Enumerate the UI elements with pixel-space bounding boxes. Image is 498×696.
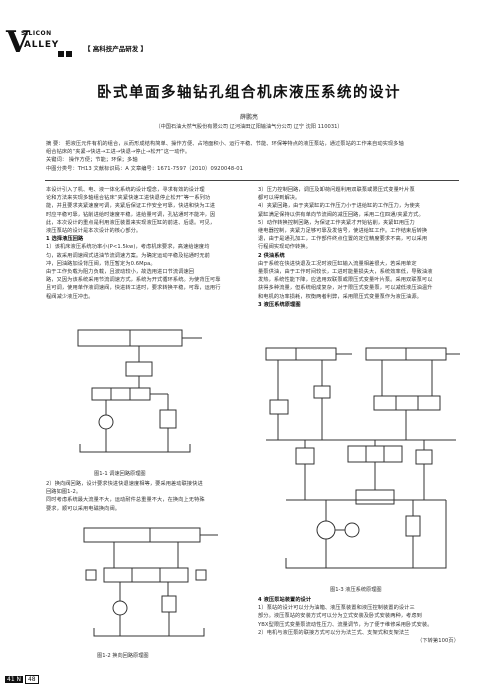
text-line: 同时考虑系统最大流量不大，运动耐件总重量不大，在换向上无特殊 (46, 497, 205, 504)
text-line: 发热，系统性能下降，应选用双联泵或限压式变量叶片泵。采用双联泵可以 (258, 277, 433, 284)
abstract: 摘 要： 把液压元件有机的组合，从而形成结构简单、操作方便、占地面积小、运行平稳… (46, 140, 466, 173)
text-line: 紧缸满足保持以供有单向节流阀的减压回路，采用二位四通/夹紧方式。 (258, 211, 424, 218)
text-line: 和电机的功率损耗，权衡两者利弊，采用限压式变量泵作为液压油源。 (258, 293, 422, 300)
page-title: 卧式单面多轴钻孔组合机床液压系统的设计 (97, 85, 401, 101)
text-line: 论和方法来实现多轴组合钻床“夹紧快速工进快退停止松开”等一系列功 (46, 195, 211, 202)
journal-logo: V SILICON ALLEY (6, 28, 80, 60)
text-line: 要求，顺可以采用电磁换向阀。 (46, 505, 121, 512)
text-line: 本设计引入了机、电、液一体化系统的设计理念，寻求有效的设计理 (46, 187, 205, 193)
text-line: 时应平稳可靠，钻削进给时速度平稳，进给量可调，孔钻通时不能冲，因 (46, 211, 216, 218)
figure-reversing-circuit (54, 520, 250, 646)
abstract-divider (45, 180, 459, 181)
text-line: 1）泵站的设计可以分为油箱、液压泵装置和液压控制装置的设计三 (258, 605, 415, 612)
text-line: 获得多种流量，但系统组成复杂，对于限压式变量泵，可以减低液压油温升 (258, 285, 433, 292)
text-line: 量泵供油，由于工作时间较长，工进时能量损失大，系统效率低，导致油液 (258, 269, 433, 276)
text-line: 路，又因为该系统采用节流调速方式，系统为开式循环系统。为使背压可靠 (46, 277, 221, 284)
logo-letter-v: V (6, 25, 30, 60)
left-column-text: 本设计引入了机、电、液一体化系统的设计理念，寻求有效的设计理 论和方法来实现多轴… (46, 186, 249, 301)
figure-caption: 图1-1 调速回路原理图 (94, 471, 146, 477)
section-heading: 4 液压泵站装置的设计 (258, 597, 312, 603)
page-number-value: 48 (24, 675, 39, 684)
section-heading: 1 选择液压回路 (46, 236, 84, 243)
logo-squares (56, 42, 72, 61)
logo-valley: ALLEY (24, 40, 60, 50)
text-line: 匀，故采用调速阀式进油节流调速方案。为确定运动平稳及钻通时无前 (46, 252, 210, 259)
text-line: 2）换向阀回路，设计要求快进快退速度相等，要采用差动联接快进 (46, 481, 203, 487)
text-line: 且可调，使用单作液调速阀，快进转工进时，要求转换平稳，可靠，运用行 (46, 285, 221, 292)
text-line: 由于系统在快进快退及工况时液压缸输入流量相差很大，若采用单定 (258, 260, 417, 267)
right-column-text-2: 4 液压泵站装置的设计 1）泵站的设计可以分为油箱、液压泵装置和液压控制装置的设… (258, 596, 463, 645)
affiliation: （中国石油大然气股份有限公司 辽河油田辽阳输油气分公司 辽宁 沈阳 110031… (155, 124, 343, 130)
page-number: 41 N 48 (5, 675, 39, 684)
continued-note: （下转第100页） (417, 638, 459, 645)
abstract-line: 组合钻床的“夹紧→快进→工进→快退→停止→松开”这一动作。 (46, 149, 191, 156)
figure-caption: 图1-3 液压系统原理图 (330, 587, 382, 593)
text-line: 继电器控制，夹紧力足够可靠及发信号，使进给缸工作。工作结束后转换 (258, 228, 428, 235)
classification: 中图分类号：TH13 文献标识码：A 文章编号：1671-7597（2010）0… (46, 165, 244, 172)
text-line: 2）电机与液压泵的联接方式可以分为法兰式、支架式和支架法兰 (258, 629, 410, 636)
text-line: 回路如图1-2。 (46, 489, 82, 496)
text-line: 液压泵站的设计是本次设计的核心部分。 (46, 228, 142, 235)
section-tag: 【 高科技产品研发 】 (84, 45, 148, 53)
text-line: 都可以得到解决。 (258, 195, 301, 202)
text-line: 程阀减少液压冲击。 (46, 293, 94, 300)
page-block: 41 N (5, 676, 24, 683)
text-line: 5）动作转换控制回路，为保证工作夹紧才开始钻削，夹紧缸用压力 (258, 219, 415, 226)
text-line: 3）压力控制回路，调压及卸荷问题利用双联泵或限压式变量叶片泵 (258, 187, 415, 193)
keywords: 关键词： 操作方便；节能；环保；多轴 (46, 157, 138, 164)
text-line: 1）该机床液压系统功率小(P<1.5kw)，考虑机床要求，高速给速度均 (46, 244, 210, 251)
text-line: 部分。液压泵站的安装方式可以分为立式安装及卧式安装两种，考虑到 (258, 613, 422, 620)
section-heading: 2 供油系统 (258, 252, 285, 259)
text-line: 退，由于是通孔加工，工作部件终点位置的定位精度要求不高，可以采用 (258, 236, 428, 243)
text-line: 行程阀实现动作转换。 (258, 244, 311, 251)
text-line: 由于工作负载为阻力负载，且波动较小，故选用进口节流调速回 (46, 269, 195, 276)
right-column-text: 3）压力控制回路，调压及卸荷问题利用双联泵或限压式变量叶片泵 都可以得到解决。 … (258, 186, 463, 309)
figure-caption: 图1-2 换向回路原理图 (97, 653, 149, 659)
text-line: 此，本次设计的重点是利用液压装置来实现液压缸的前进、后退。可见， (46, 219, 216, 226)
text-line: 能，并且要求夹紧速度可调，夹紧后保证工作安全可靠，快进和快为工进 (46, 203, 216, 210)
text-line: 4）夹紧回路，由于夹紧缸的工作压力小于进给缸的工作压力，为使夹 (258, 203, 421, 210)
logo-silicon: SILICON (21, 30, 52, 37)
section-heading: 3 液压系统原理图 (258, 301, 301, 308)
left-column-text-2: 2）换向阀回路，设计要求快进快退速度相等，要采用差动联接快进 回路如图1-2。 … (46, 480, 249, 513)
text-line: YBX型限压式变量泵流动性压力、流量调节，为了便于维修采用卧式安装。 (258, 621, 433, 628)
abstract-line: 摘 要： 把液压元件有机的组合，从而形成结构简单、操作方便、占地面积小、运行平稳… (46, 141, 404, 147)
text-line: 冲，回油路加设背压阀，背压暂定为0.6Mpa。 (46, 260, 156, 267)
figure-speed-circuit (50, 322, 250, 462)
figure-hydraulic-system (256, 340, 466, 580)
author: 薛鹏亮 (239, 114, 258, 121)
